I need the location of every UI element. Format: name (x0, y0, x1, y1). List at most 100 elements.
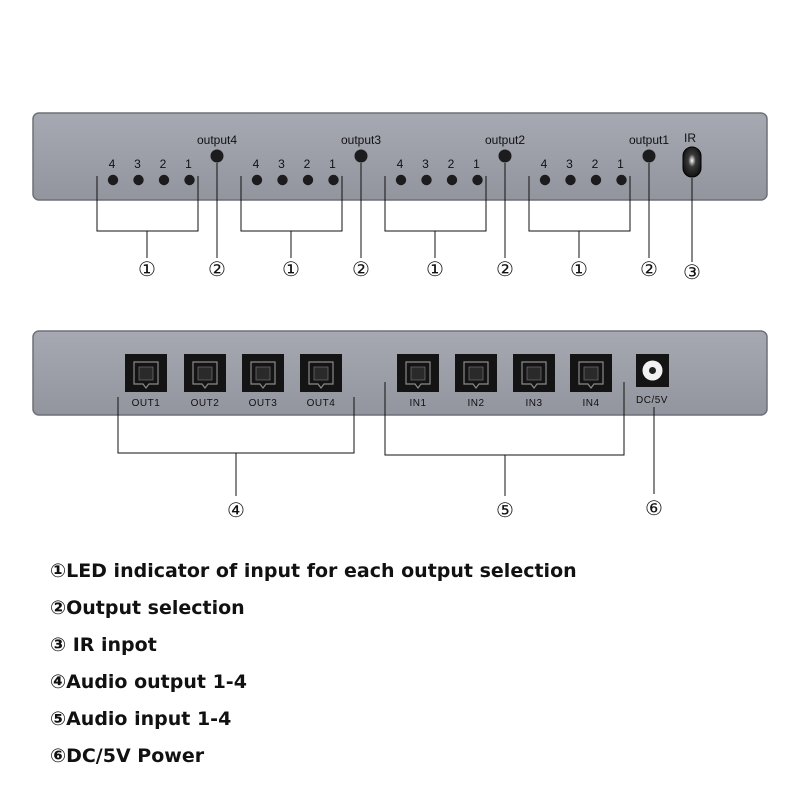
led-group-callout: ① (138, 257, 156, 281)
port-label: IN1 (409, 398, 426, 409)
optical-port-in1: IN1 (397, 354, 439, 409)
optical-socket-inner (255, 366, 271, 381)
led-number-label: 4 (253, 157, 260, 171)
led-number-label: 1 (329, 157, 336, 171)
led-group-callout: ① (426, 257, 444, 281)
input-led-indicator (328, 174, 339, 186)
optical-socket-icon (250, 361, 276, 389)
led-number-label: 1 (185, 157, 192, 171)
output-selection-button[interactable] (642, 149, 656, 163)
optical-port-in2: IN2 (455, 354, 497, 409)
led-number-label: 1 (473, 157, 480, 171)
optical-port-out2: OUT2 (184, 354, 226, 409)
led-number-label: 4 (541, 157, 548, 171)
led-number-label: 2 (304, 157, 311, 171)
input-led-indicator (133, 174, 144, 186)
optical-port-out4: OUT4 (300, 354, 342, 409)
optical-socket-icon (578, 361, 604, 389)
optical-socket-icon (192, 361, 218, 389)
output-selection-label: output3 (341, 133, 381, 147)
input-led-indicator (421, 174, 432, 186)
optical-socket-icon (521, 361, 547, 389)
led-number-label: 4 (109, 157, 116, 171)
inputs-callout: ⑤ (496, 498, 514, 522)
output-group-output4: 4 3 2 1 ① output4 ② (96, 133, 237, 281)
output-selection-label: output1 (629, 133, 669, 147)
led-group-callout: ① (570, 257, 588, 281)
input-led-indicator (251, 174, 263, 186)
dc-power-jack (636, 354, 669, 387)
ir-receiver-icon (682, 146, 702, 178)
output-selection-button[interactable] (354, 149, 368, 163)
led-number-label: 4 (397, 157, 404, 171)
input-led-indicator (539, 174, 551, 186)
optical-socket-icon (405, 361, 431, 389)
led-number-label: 3 (278, 157, 285, 171)
optical-socket-inner (138, 366, 154, 381)
port-label: IN2 (467, 398, 484, 409)
optical-socket-icon (463, 361, 489, 389)
led-number-label: 2 (160, 157, 167, 171)
legend-list: ①LED indicator of input for each output … (50, 555, 577, 777)
optical-socket-inner (468, 366, 484, 381)
legend-item-dc-power: ⑥DC/5V Power (50, 745, 205, 767)
optical-socket-icon (133, 361, 159, 389)
optical-port-out3: OUT3 (242, 354, 284, 409)
outputs-callout: ④ (227, 498, 245, 522)
port-label: OUT3 (249, 398, 278, 409)
input-led-indicator (158, 174, 170, 186)
power-callout: ⑥ (645, 496, 663, 520)
dc-jack-pin (649, 367, 656, 374)
input-led-indicator (616, 174, 627, 186)
optical-socket-inner (313, 366, 329, 381)
ir-label: IR (684, 131, 696, 145)
input-led-indicator (565, 174, 576, 186)
optical-port-out1: OUT1 (125, 354, 167, 409)
led-number-label: 2 (592, 157, 599, 171)
output-group-output3: 4 3 2 1 ① output3 ② (240, 133, 381, 281)
optical-socket-inner (197, 366, 213, 381)
output-button-callout: ② (208, 257, 226, 281)
ir-callout: ③ (683, 260, 701, 284)
output-button-callout: ② (496, 257, 514, 281)
input-led-indicator (395, 174, 407, 186)
legend-item-ir-input: ③ IR inpot (50, 634, 157, 656)
optical-socket-inner (526, 366, 542, 381)
input-led-indicator (184, 174, 195, 186)
output-selection-label: output2 (485, 133, 525, 147)
led-group-bracket (384, 176, 487, 258)
input-led-indicator (472, 174, 483, 186)
input-led-indicator (107, 174, 119, 186)
led-group-bracket (96, 176, 199, 258)
port-label: OUT1 (132, 398, 161, 409)
led-number-label: 3 (134, 157, 141, 171)
output-button-callout: ② (352, 257, 370, 281)
led-group-callout: ① (282, 257, 300, 281)
input-led-indicator (277, 174, 288, 186)
output-button-callout: ② (640, 257, 658, 281)
port-label: OUT2 (191, 398, 220, 409)
led-group-bracket (240, 176, 343, 258)
outputs-bracket (117, 397, 355, 496)
optical-port-in4: IN4 (570, 354, 612, 409)
legend-item-audio-output: ④Audio output 1-4 (50, 671, 247, 693)
port-label: OUT4 (307, 398, 336, 409)
output-selection-label: output4 (197, 133, 237, 147)
led-group-bracket (528, 176, 631, 258)
legend-item-output-selection: ②Output selection (50, 597, 245, 619)
led-number-label: 1 (617, 157, 624, 171)
input-led-indicator (446, 174, 458, 186)
port-label: IN4 (582, 398, 599, 409)
optical-socket-icon (308, 361, 334, 389)
input-led-indicator (590, 174, 602, 186)
led-number-label: 3 (422, 157, 429, 171)
optical-socket-inner (583, 366, 599, 381)
output-selection-button[interactable] (210, 149, 224, 163)
legend-item-led-indicator: ①LED indicator of input for each output … (50, 560, 577, 582)
output-selection-button[interactable] (498, 149, 512, 163)
